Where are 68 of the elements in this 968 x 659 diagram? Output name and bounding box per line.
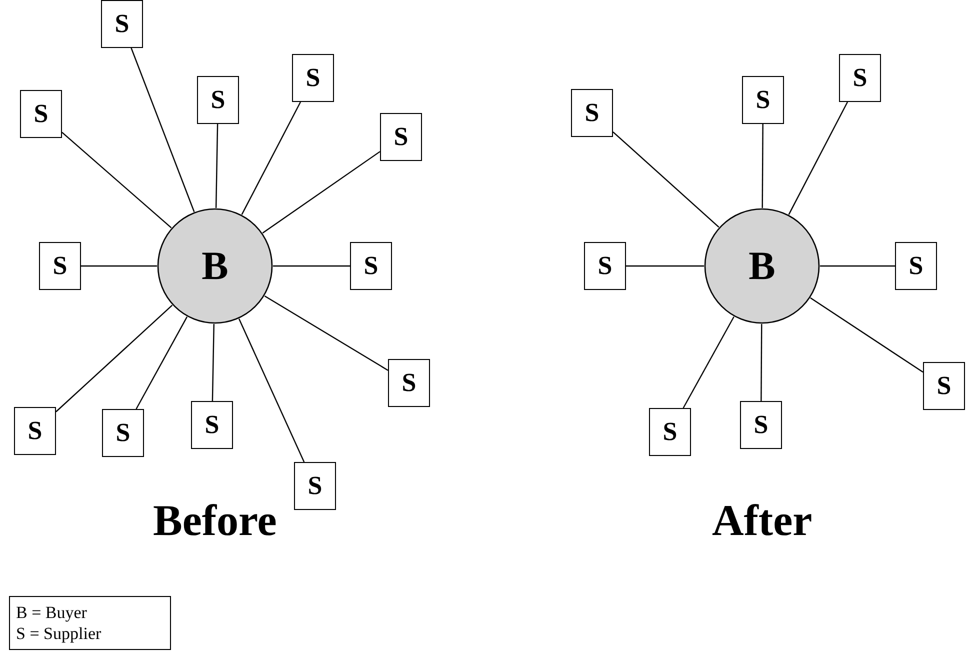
connector-line [238,318,305,462]
connector-line [762,124,764,208]
supplier-box [584,242,626,290]
supplier-box [350,242,392,290]
node-label: S [908,253,924,279]
node-label: S [394,124,408,150]
supplier-box [20,90,62,138]
node-label: S [584,100,600,126]
node-label: B [202,246,228,286]
node-label: S [28,418,42,444]
node-label: S [936,373,952,399]
node-label: S [402,370,416,396]
supplier-box [740,401,782,449]
connector-line [820,265,895,267]
connector-line [273,265,350,267]
node-label: B [748,246,776,286]
supplier-box [14,407,56,455]
connector-line [62,132,172,228]
node-label: S [306,65,320,91]
connector-line [130,48,195,212]
connector-line [682,316,734,408]
connector-line [81,265,157,267]
legend-text: S = Supplier [16,624,102,643]
supplier-box [571,89,613,137]
node-label: S [52,253,68,279]
supplier-box [380,113,422,161]
supplier-box [102,409,144,457]
connector-line [612,131,720,228]
node-label: S [204,412,220,438]
diagram-heading: Before [153,499,277,543]
supplier-box [294,462,336,510]
supplier-box [292,54,334,102]
supplier-box [649,408,691,456]
connector-line [136,316,188,410]
supplier-box [742,76,784,124]
connector-line [626,265,704,267]
supplier-box [197,76,239,124]
connector-line [241,102,302,215]
connector-line [810,297,924,373]
supplier-box [839,54,881,102]
node-label: S [852,65,868,91]
connector-line [788,102,848,215]
connector-line [760,324,762,401]
supplier-box [101,0,143,48]
node-label: S [598,253,612,279]
node-label: S [756,87,770,113]
node-label: S [364,253,378,279]
connector-line [262,151,380,234]
node-label: S [754,412,768,438]
connector-line [264,295,388,371]
connector-line [212,324,214,402]
connector-line [56,304,173,412]
supplier-box [388,359,430,407]
node-label: S [116,420,130,446]
supplier-box [191,401,233,449]
buyer-circle [704,208,820,324]
buyer-circle [157,208,273,324]
node-label: S [34,101,48,127]
node-label: S [662,419,678,445]
supplier-box [895,242,937,290]
node-label: S [114,11,130,37]
diagram-heading: After [712,499,812,543]
connector-line [215,124,218,208]
node-label: S [308,473,322,499]
supplier-box [923,362,965,410]
node-label: S [210,87,226,113]
supplier-box [39,242,81,290]
legend-text: B = Buyer [16,603,87,622]
